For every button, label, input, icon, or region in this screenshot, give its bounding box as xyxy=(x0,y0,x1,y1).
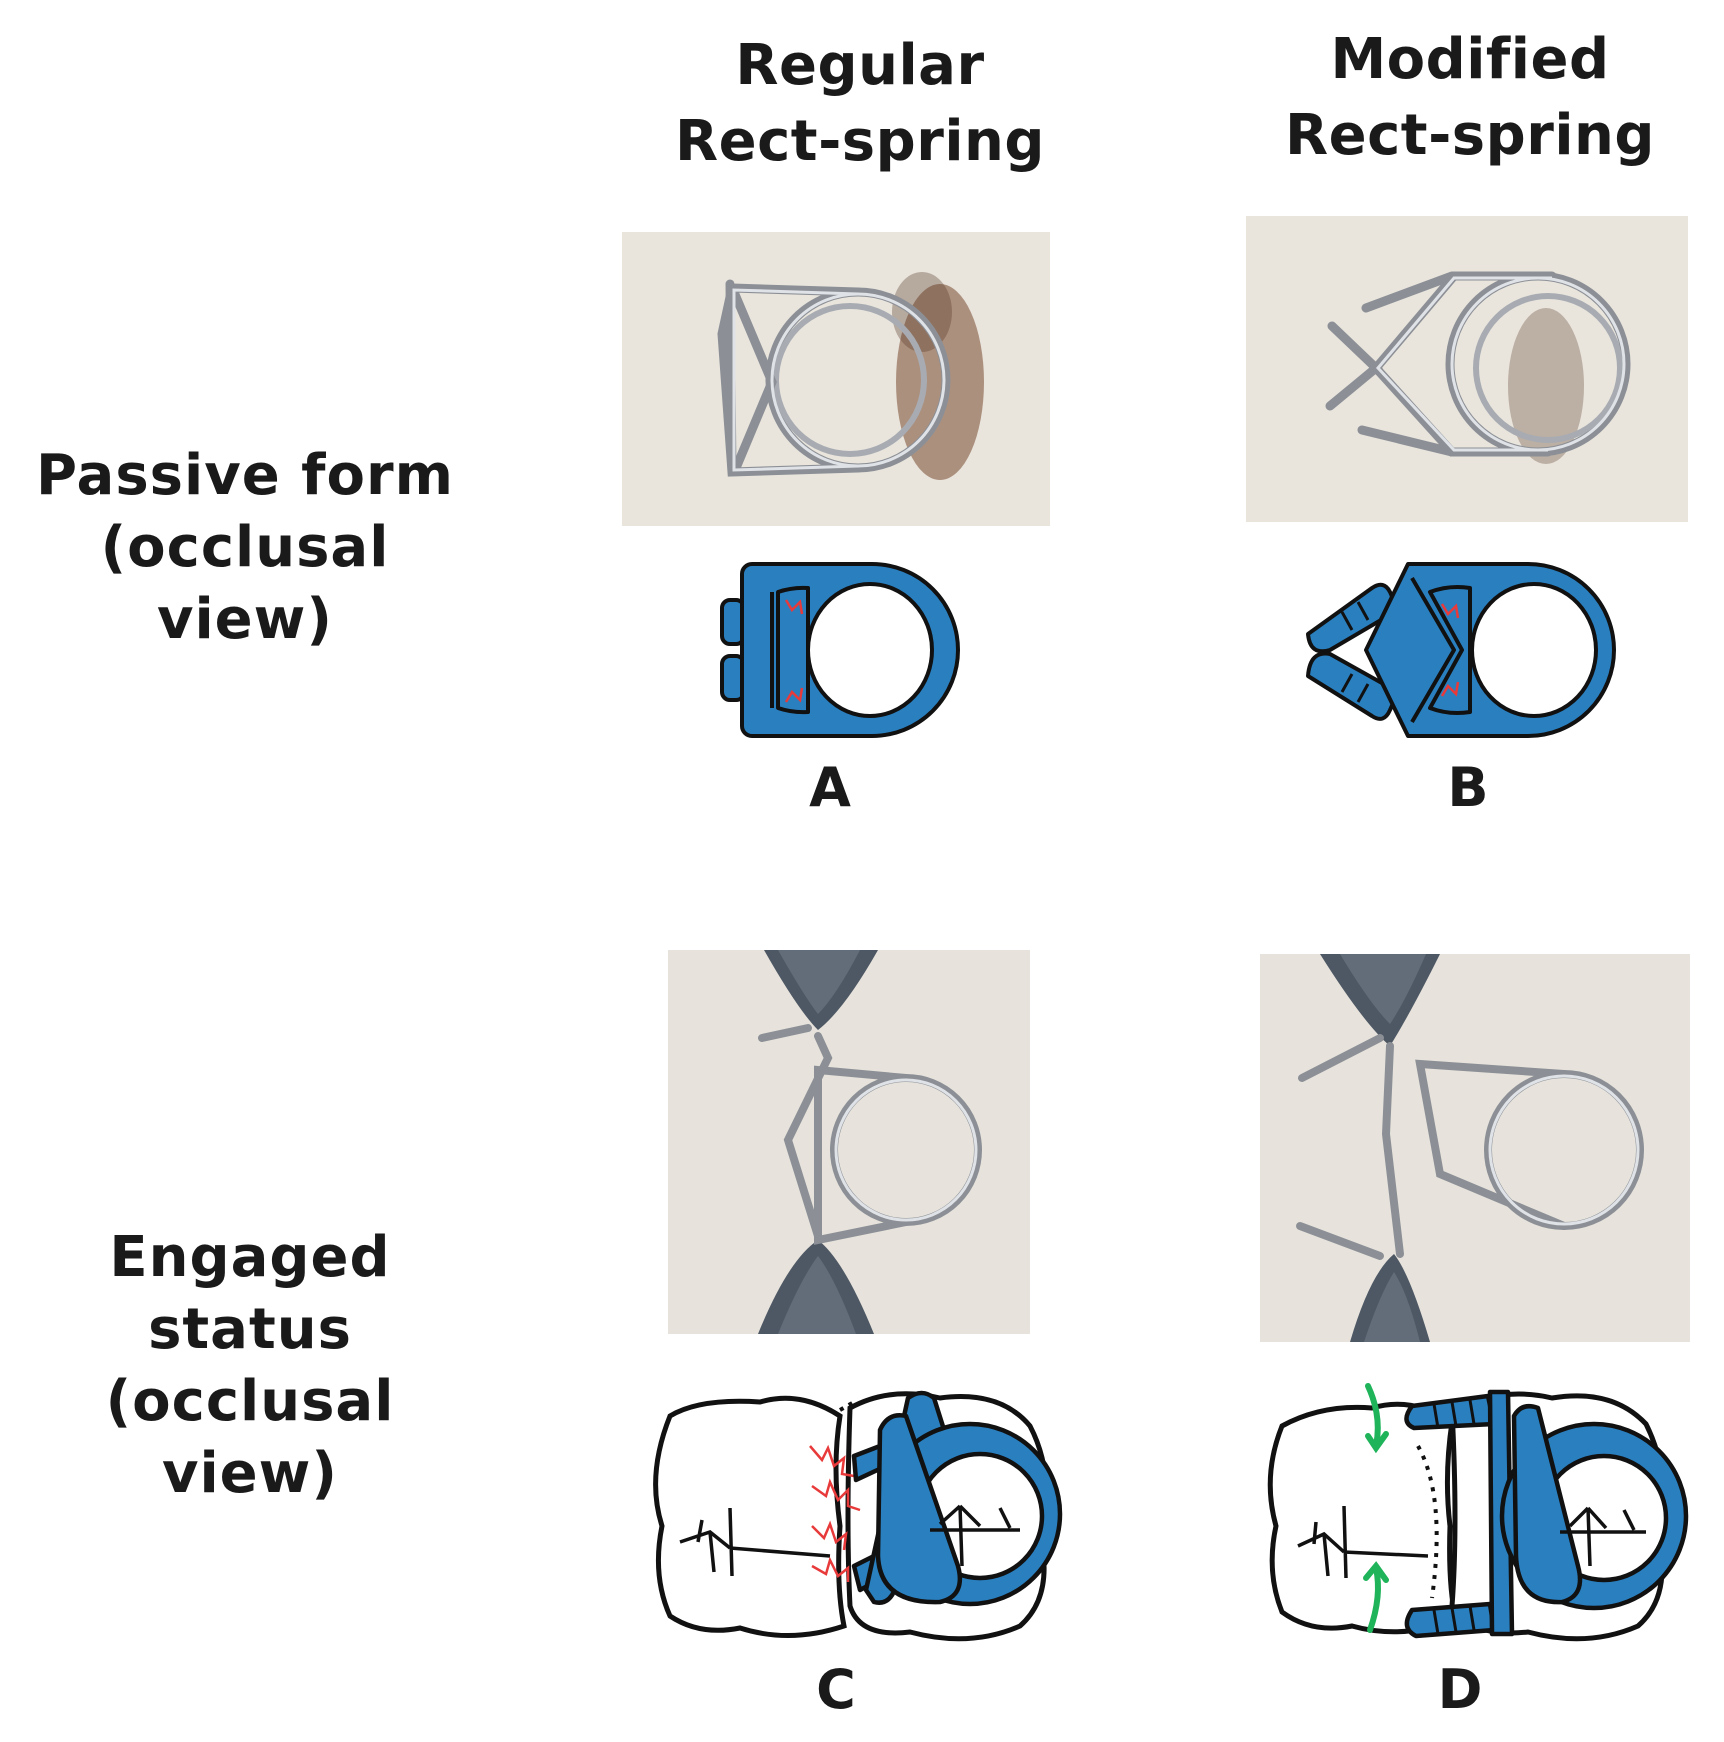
photo-regular-engaged xyxy=(668,950,1030,1334)
photo-modified-passive xyxy=(1246,216,1688,522)
column-header-modified-line1: Modified xyxy=(1330,27,1610,92)
diagram-regular-engaged xyxy=(640,1376,1070,1646)
column-header-regular: Regular Rect-spring xyxy=(620,28,1100,180)
panel-label-b: B xyxy=(1447,756,1489,819)
column-header-modified-line2: Rect-spring xyxy=(1285,103,1655,168)
row-header-engaged-line1: Engaged status xyxy=(109,1225,391,1362)
tooth-left xyxy=(1267,1401,1459,1635)
panel-label-a: A xyxy=(809,756,851,819)
panel-label-c: C xyxy=(816,1658,856,1721)
row-header-passive: Passive form (occlusal view) xyxy=(10,440,480,656)
row-header-passive-line2: (occlusal view) xyxy=(100,515,390,652)
diagram-modified-engaged xyxy=(1262,1376,1698,1646)
diagram-regular-passive xyxy=(712,556,972,742)
column-header-regular-line1: Regular xyxy=(735,33,985,98)
row-header-engaged: Engaged status (occlusal view) xyxy=(10,1222,490,1510)
diagram-modified-passive xyxy=(1302,556,1638,742)
photo-modified-engaged xyxy=(1260,954,1690,1342)
green-arrow-icon xyxy=(1363,1383,1389,1633)
row-header-engaged-line2: (occlusal view) xyxy=(105,1369,395,1506)
photo-regular-passive xyxy=(622,232,1050,526)
column-header-regular-line2: Rect-spring xyxy=(675,109,1045,174)
tooth-left xyxy=(653,1395,847,1639)
panel-label-d: D xyxy=(1437,1658,1483,1721)
column-header-modified: Modified Rect-spring xyxy=(1230,22,1710,174)
row-header-passive-line1: Passive form xyxy=(36,443,454,508)
